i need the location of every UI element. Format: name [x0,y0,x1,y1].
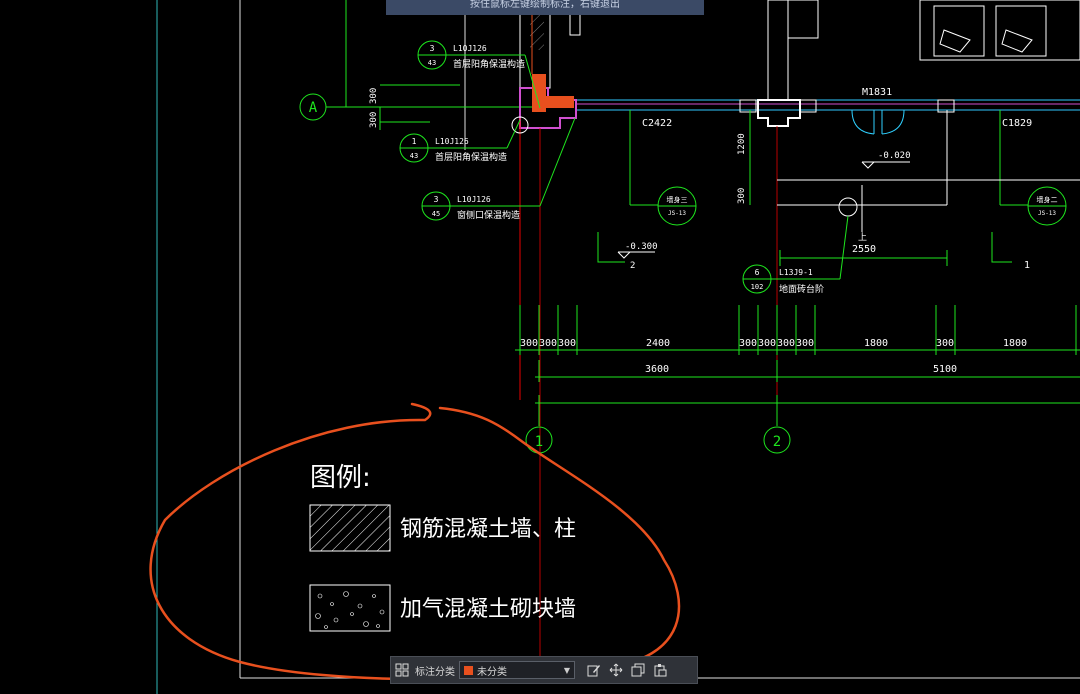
legend-item-block: 加气混凝土砌块墙 [400,597,576,622]
dim-label: 300 [936,338,954,349]
svg-text:首层阳角保温构造: 首层阳角保温构造 [435,151,507,163]
dim-label: 5100 [933,364,957,375]
dim-label: 300 [520,338,538,349]
svg-text:45: 45 [432,210,440,218]
svg-text:1: 1 [412,137,417,146]
paste-icon[interactable] [649,659,671,681]
axis-label-a: A [309,100,318,116]
dim-label: 1800 [1003,338,1027,349]
callout-2: 1 43 L10J126 首层阳角保温构造 [399,119,521,163]
dim-label: 300 [777,338,795,349]
svg-text:300: 300 [369,88,379,104]
dim-label: 2400 [646,338,670,349]
dim-label: 300 [758,338,776,349]
elevation-label-1: -0.020 [878,151,911,161]
callout-3: 3 45 L10J126 窗侧口保温构造 [421,117,576,221]
svg-text:3: 3 [430,44,435,53]
svg-text:6: 6 [755,268,760,277]
legend-swatch-block [309,584,391,632]
axis-label-2: 2 [773,434,781,450]
window-label-c2422: C2422 [642,118,672,129]
svg-text:JS-13: JS-13 [1038,210,1056,217]
svg-text:地面砖台阶: 地面砖台阶 [779,283,824,295]
svg-text:2: 2 [630,261,635,271]
svg-text:JS-13: JS-13 [668,210,686,217]
svg-text:1: 1 [1024,260,1030,271]
svg-text:上: 上 [858,232,867,243]
category-color-swatch [464,665,473,675]
svg-text:2550: 2550 [852,244,876,255]
elevation-label-2: -0.300 [625,242,658,252]
legend-title: 图例: [310,463,371,493]
svg-text:墙身二: 墙身二 [1037,195,1058,204]
svg-text:首层阳角保温构造: 首层阳角保温构造 [453,58,525,70]
dim-label: 300 [739,338,757,349]
category-select[interactable]: 未分类 ▼ [459,661,575,679]
svg-text:3: 3 [434,195,439,204]
legend-item-concrete: 钢筋混凝土墙、柱 [400,517,576,542]
dim-label: 1800 [864,338,888,349]
svg-text:300: 300 [369,112,379,128]
callout-1: 3 43 L10J126 首层阳角保温构造 [417,40,541,109]
svg-text:43: 43 [410,152,418,160]
annotation-toolbar: 标注分类 未分类 ▼ [390,656,698,684]
dim-label: 3600 [645,364,669,375]
grid-icon[interactable] [391,659,413,681]
category-value: 未分类 [477,666,507,678]
category-label: 标注分类 [415,666,455,678]
svg-text:1200: 1200 [737,133,747,155]
svg-text:102: 102 [751,283,764,291]
axis-label-1: 1 [535,434,543,450]
svg-text:L10J126: L10J126 [453,44,487,53]
svg-text:300: 300 [737,188,747,204]
window-label-c1829: C1829 [1002,118,1032,129]
move-icon[interactable] [605,659,627,681]
svg-text:L13J9-1: L13J9-1 [779,268,813,277]
svg-text:窗侧口保温构造: 窗侧口保温构造 [457,209,520,221]
copy-icon[interactable] [627,659,649,681]
legend-swatch-block-dots [315,591,385,629]
draw-hint-text: 按住鼠标左键绘制标注，右键退出 [470,0,620,10]
draw-hint-bar: 按住鼠标左键绘制标注，右键退出 [386,0,704,15]
callout-4: 6 102 L13J9-1 地面砖台阶 [742,215,849,295]
door-label: M1831 [862,87,892,98]
dim-label: 300 [796,338,814,349]
edit-icon[interactable] [583,659,605,681]
svg-text:墙身三: 墙身三 [667,195,688,204]
svg-text:43: 43 [428,59,436,67]
dim-label: 300 [539,338,557,349]
legend-swatch-concrete [309,504,391,552]
svg-text:L10J126: L10J126 [457,195,491,204]
svg-text:L10J126: L10J126 [435,137,469,146]
chevron-down-icon: ▼ [563,665,570,675]
axis-bubble-2 [763,426,791,454]
dim-label: 300 [558,338,576,349]
